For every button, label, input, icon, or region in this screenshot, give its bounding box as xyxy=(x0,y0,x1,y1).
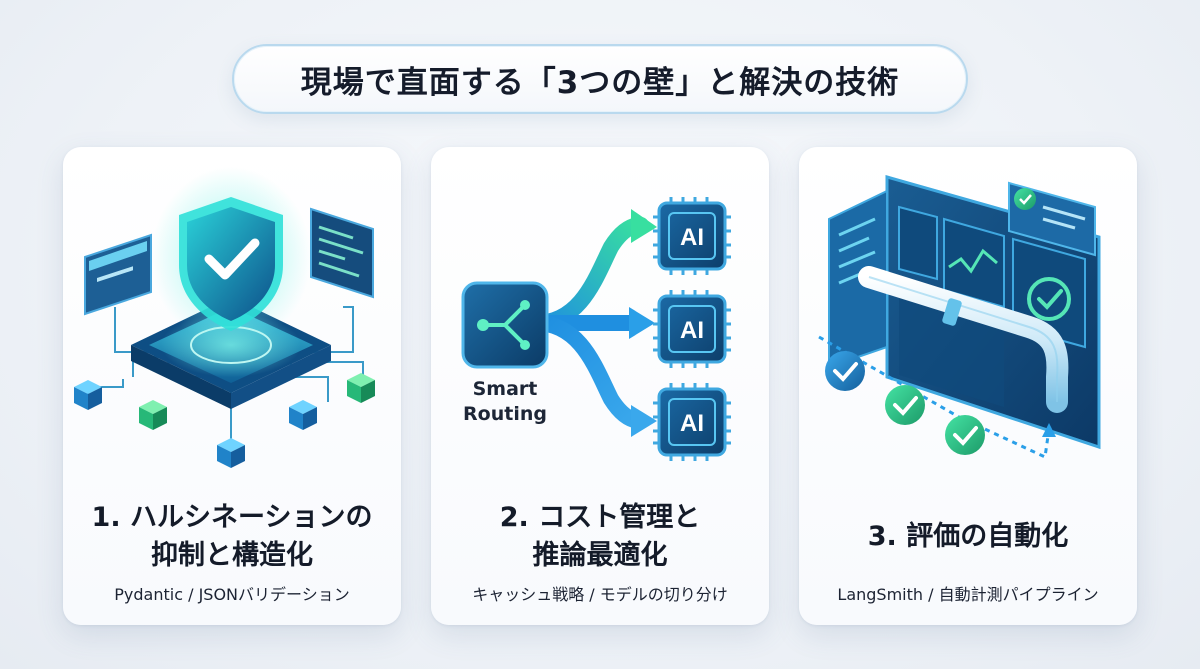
card-title-line1: 2. コスト管理と xyxy=(499,502,701,533)
chip-label: AI xyxy=(680,224,704,251)
router-label-line2: Routing xyxy=(463,403,547,425)
card-cost: AI AI AI Smart Routin xyxy=(431,147,769,625)
router-label-line1: Smart xyxy=(472,378,538,400)
dashboard-pipeline-icon xyxy=(818,175,1101,460)
card-subtitle: キャッシュ戦略 / モデルの切り分け xyxy=(472,585,728,604)
chip-label: AI xyxy=(680,410,704,437)
card-title-line2: 抑制と構造化 xyxy=(151,540,313,571)
card-subtitle: Pydantic / JSONバリデーション xyxy=(114,585,350,604)
page-title: 現場で直面する「3つの壁」と解決の技術 xyxy=(300,64,900,101)
card-evaluation: 3. 評価の自動化 LangSmith / 自動計測パイプライン xyxy=(799,147,1137,625)
shield-check-icon xyxy=(74,167,375,468)
card-hallucination: 1. ハルシネーションの 抑制と構造化 Pydantic / JSONバリデーシ… xyxy=(63,147,401,625)
title-banner: 現場で直面する「3つの壁」と解決の技術 xyxy=(232,44,968,114)
card-subtitle: LangSmith / 自動計測パイプライン xyxy=(837,585,1099,604)
routing-icon: AI AI AI xyxy=(461,197,731,461)
chip-label: AI xyxy=(680,317,704,344)
router-label: Smart Routing xyxy=(455,377,555,427)
ai-chip: AI xyxy=(653,197,731,275)
card-title: 3. 評価の自動化 xyxy=(867,521,1069,552)
card-title-line2: 推論最適化 xyxy=(532,540,668,571)
ai-chip: AI xyxy=(653,383,731,461)
ai-chip: AI xyxy=(653,290,731,368)
card-title-line1: 1. ハルシネーションの xyxy=(91,502,373,533)
